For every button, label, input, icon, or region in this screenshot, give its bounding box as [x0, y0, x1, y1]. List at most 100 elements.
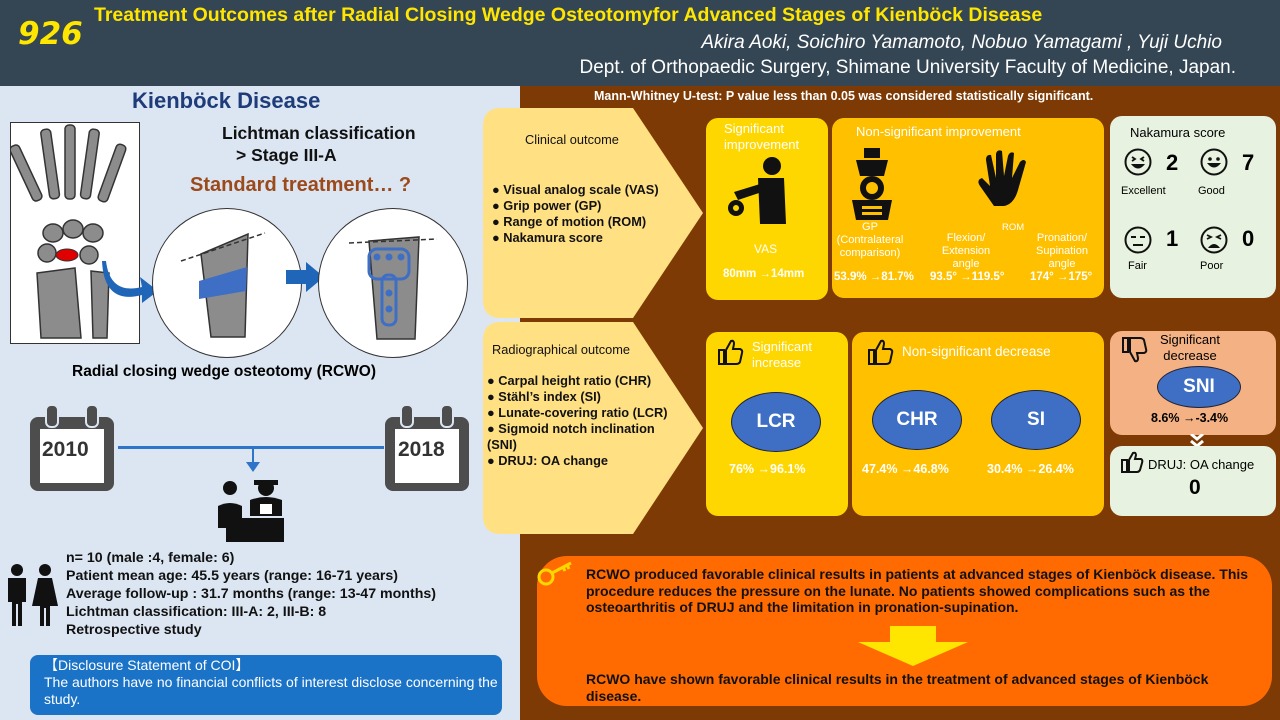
- person-gear-icon: [728, 157, 786, 224]
- bullet-item: ● Sigmoid notch inclination (SNI): [487, 421, 655, 452]
- radiographical-outcome-arrow: [483, 322, 703, 534]
- clinical-bullets: ● Visual analog scale (VAS) ● Grip power…: [492, 182, 659, 246]
- coi-box: 【Disclosure Statement of COI】 The author…: [30, 655, 502, 715]
- coi-title: 【Disclosure Statement of COI】: [44, 657, 250, 673]
- doctor-patient-icon: [218, 480, 284, 542]
- stat-line: Patient mean age: 45.5 years (range: 16-…: [66, 568, 398, 584]
- si-value: 30.4% →26.4%: [987, 462, 1074, 476]
- nonsig-decrease-title: Non-significant decrease: [902, 344, 1051, 359]
- disease-title: Kienböck Disease: [132, 88, 321, 113]
- sni-value: 8.6% →-3.4%: [1151, 411, 1229, 425]
- poor-face-icon: [1200, 226, 1228, 254]
- flexion-value: 93.5° →119.5°: [930, 271, 1005, 283]
- department: Dept. of Orthopaedic Surgery, Shimane Un…: [579, 57, 1236, 78]
- druj-label: DRUJ: OA change: [1148, 457, 1255, 472]
- year-start: 2010: [42, 438, 89, 461]
- rom-label: ROM: [1002, 222, 1025, 233]
- fair-label: Fair: [1128, 260, 1147, 272]
- stat-line: n= 10 (male :4, female: 6): [66, 550, 235, 566]
- chr-oval: CHR: [872, 390, 962, 450]
- thumbs-down-icon: [1122, 337, 1148, 363]
- excellent-count: 2: [1166, 150, 1179, 175]
- bullet-item: ● Carpal height ratio (CHR): [487, 373, 652, 388]
- standard-treatment: Standard treatment… ?: [190, 174, 412, 196]
- radio-title: Radiographical outcome: [492, 342, 631, 357]
- calendar-icon: [383, 403, 471, 493]
- conclusion-text-2: RCWO have shown favorable clinical resul…: [586, 671, 1209, 704]
- druj-card: [1110, 446, 1276, 516]
- hand-rom-icon: [978, 150, 1026, 206]
- poster-number: 926: [18, 16, 83, 52]
- poster-title: Treatment Outcomes after Radial Closing …: [94, 4, 1043, 26]
- authors: Akira Aoki, Soichiro Yamamoto, Nobuo Yam…: [701, 32, 1222, 53]
- arrow-icon: [102, 261, 158, 303]
- chr-value: 47.4% →46.8%: [862, 462, 949, 476]
- bullet-item: ● DRUJ: OA change: [487, 453, 609, 468]
- poor-count: 0: [1242, 226, 1255, 251]
- plate-fixation-icon: [348, 236, 438, 340]
- clinical-outcome-arrow: [483, 108, 703, 318]
- excellent-face-icon: [1124, 148, 1152, 176]
- lichtman-text: Lichtman classification > Stage III-A: [222, 122, 416, 166]
- header-bar: [0, 0, 1280, 86]
- wrist-xray-illustration: [9, 122, 140, 344]
- statistical-note: Mann-Whitney U-test: P value less than 0…: [594, 89, 1094, 103]
- vas-value: 80mm →14mm: [723, 268, 805, 280]
- si-oval: SI: [991, 390, 1081, 450]
- grip-dynamometer-icon: [852, 148, 892, 220]
- lichtman-line-2: > Stage III-A: [236, 145, 337, 165]
- pronation-value: 174° →175°: [1030, 271, 1093, 283]
- lichtman-line-1: Lichtman classification: [222, 123, 416, 143]
- key-icon: [537, 561, 572, 586]
- bullet-item: ● Range of motion (ROM): [492, 214, 647, 229]
- timeline-pointer: [252, 446, 254, 466]
- fair-face-icon: [1124, 226, 1152, 254]
- lcr-oval: LCR: [731, 392, 821, 452]
- nonsig-improvement-title: Non-significant improvement: [856, 124, 1021, 139]
- bullet-item: ● Nakamura score: [492, 230, 603, 245]
- bullet-item: ● Lunate-covering ratio (LCR): [487, 405, 668, 420]
- study-stats: n= 10 (male :4, female: 6) Patient mean …: [66, 549, 436, 639]
- excellent-label: Excellent: [1121, 185, 1166, 197]
- procedure-label: Radial closing wedge osteotomy (RCWO): [72, 363, 376, 380]
- arrow-down-icon: [246, 462, 260, 472]
- lcr-value: 76% →96.1%: [729, 462, 806, 476]
- fair-count: 1: [1166, 226, 1179, 251]
- thumbs-up-icon: [1121, 451, 1144, 473]
- stat-line: Retrospective study: [66, 622, 202, 638]
- bullet-item: ● Grip power (GP): [492, 198, 602, 213]
- good-count: 7: [1242, 150, 1255, 175]
- calendar-icon: [28, 403, 116, 493]
- good-label: Good: [1198, 185, 1225, 197]
- vas-label: VAS: [754, 242, 778, 256]
- nakamura-card: [1110, 116, 1276, 298]
- gp-value: 53.9% →81.7%: [834, 271, 914, 283]
- stat-line: Lichtman classification: III-A: 2, III-B…: [66, 604, 327, 620]
- osteotomy-circle: [152, 208, 302, 358]
- sni-oval: SNI: [1157, 366, 1241, 408]
- arrow-icon: [286, 262, 324, 292]
- year-end: 2018: [398, 438, 445, 461]
- arrow-down-icon: [858, 626, 968, 666]
- thumbs-up-icon: [718, 339, 744, 365]
- timeline-line: [118, 446, 384, 449]
- clinical-title: Clinical outcome: [525, 132, 619, 147]
- thumbs-up-icon: [868, 339, 894, 365]
- plate-fixation-circle: [318, 208, 468, 358]
- coi-text: The authors have no financial conflicts …: [44, 674, 498, 707]
- poor-label: Poor: [1200, 260, 1224, 272]
- wrist-bones-icon: [9, 124, 127, 339]
- good-face-icon: [1200, 148, 1228, 176]
- radius-wedge-icon: [180, 232, 266, 338]
- nakamura-title: Nakamura score: [1130, 125, 1226, 140]
- conclusion-text-1: RCWO produced favorable clinical results…: [586, 566, 1249, 615]
- bullet-item: ● Stähl’s index (SI): [487, 389, 601, 404]
- druj-value: 0: [1189, 476, 1201, 499]
- stat-line: Average follow-up : 31.7 months (range: …: [66, 586, 436, 602]
